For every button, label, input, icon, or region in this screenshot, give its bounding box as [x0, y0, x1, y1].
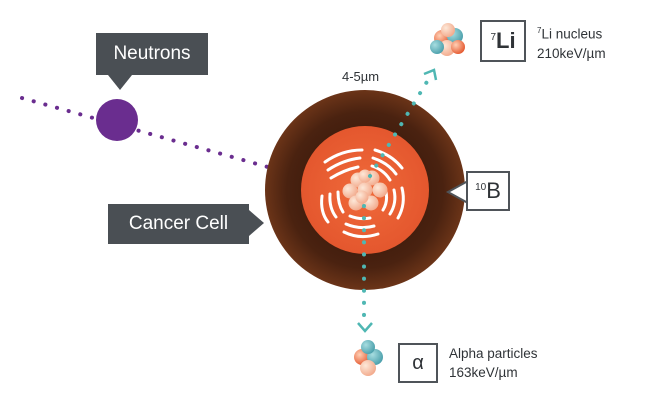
- lithium-symbol: Li: [496, 28, 516, 53]
- lithium-desc-name: Li nucleus: [541, 26, 603, 42]
- alpha-particle-icon: [354, 340, 383, 376]
- cancer-cell-label: Cancer Cell: [108, 204, 249, 244]
- lithium-description: 7Li nucleus 210keV/µm: [537, 21, 606, 63]
- neutrons-callout-pointer: [108, 75, 132, 90]
- cell-size-label: 4-5µm: [342, 69, 380, 84]
- alpha-box: α: [398, 343, 438, 383]
- boron-mass-number: 10: [475, 181, 487, 193]
- alpha-symbol: α: [412, 351, 424, 374]
- lithium-energy: 210keV/µm: [537, 45, 606, 61]
- cancer-cell-label-text: Cancer Cell: [128, 213, 229, 234]
- boron-nucleus: [342, 169, 388, 211]
- lithium-path: [368, 68, 438, 178]
- chromatin-arcs: [320, 148, 405, 239]
- lithium-mass-number: 7: [490, 31, 496, 43]
- neutrons-label-text: Neutrons: [113, 43, 191, 64]
- lithium-desc-mass: 7: [537, 26, 542, 35]
- alpha-energy: 163keV/µm: [449, 365, 518, 380]
- boron-symbol: B: [486, 178, 501, 203]
- neutron-particle: [96, 99, 138, 141]
- cancer-cell-callout-pointer: [249, 210, 264, 236]
- alpha-description: Alpha particles 163keV/µm: [449, 344, 538, 382]
- cancer-cell: [265, 90, 465, 290]
- alpha-desc-name: Alpha particles: [449, 346, 538, 361]
- lithium-nucleus-icon: [430, 23, 465, 56]
- neutrons-label: Neutrons: [96, 33, 208, 75]
- alpha-path: [357, 204, 373, 333]
